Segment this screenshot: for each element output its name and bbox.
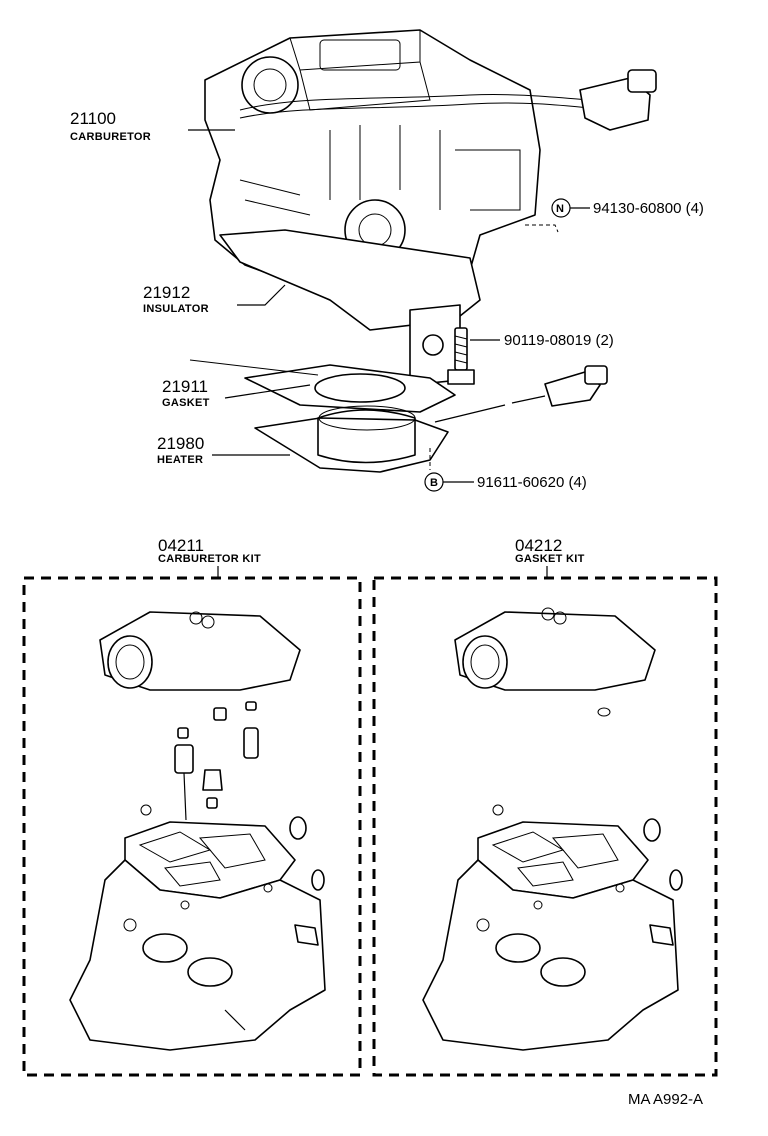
carburetor-kit-number: 04211 [158, 536, 204, 555]
bolt-b-part-number: 91611-60620 (4) [477, 474, 587, 491]
insulator-label: INSULATOR [143, 303, 209, 315]
bolt-b-badge: B [430, 477, 438, 489]
gasket-kit-box [372, 576, 718, 1077]
callout-carburetor: 21100 CARBURETOR [70, 109, 235, 143]
callout-heater: 21980 HEATER [157, 434, 290, 466]
heater-part-number: 21980 [157, 434, 204, 453]
callout-bolt: 90119-08019 (2) [470, 332, 614, 349]
carburetor-label: CARBURETOR [70, 131, 151, 143]
insulator-part-number: 21912 [143, 283, 190, 302]
diagram-code: MA A992-A [628, 1091, 703, 1108]
carburetor-kit-label: CARBURETOR KIT [158, 553, 261, 565]
gasket-part-number: 21911 [162, 377, 208, 396]
carburetor-kit-box [22, 576, 362, 1077]
gasket-kit-label: GASKET KIT [515, 553, 585, 565]
callout-nut: N 94130-60800 (4) [551, 198, 704, 218]
gasket-label: GASKET [162, 397, 210, 409]
carburetor-kit-illustration [69, 611, 326, 1051]
gasket-kit-section: 04212 GASKET KIT [372, 536, 718, 1077]
carburetor-kit-section: 04211 CARBURETOR KIT [22, 536, 362, 1077]
callout-insulator: 21912 INSULATOR [143, 283, 286, 315]
carburetor-part-number: 21100 [70, 109, 116, 128]
gasket-kit-illustration [422, 607, 683, 1051]
callout-bolt-b: B 91611-60620 (4) [424, 472, 587, 492]
nut-badge: N [556, 203, 564, 215]
gasket-kit-number: 04212 [515, 536, 562, 555]
bolt-part-number: 90119-08019 (2) [504, 332, 614, 349]
heater-label: HEATER [157, 454, 203, 466]
nut-part-number: 94130-60800 (4) [593, 200, 704, 217]
carburetor-assembly-illustration [189, 29, 657, 473]
callout-gasket: 21911 GASKET [162, 377, 311, 409]
